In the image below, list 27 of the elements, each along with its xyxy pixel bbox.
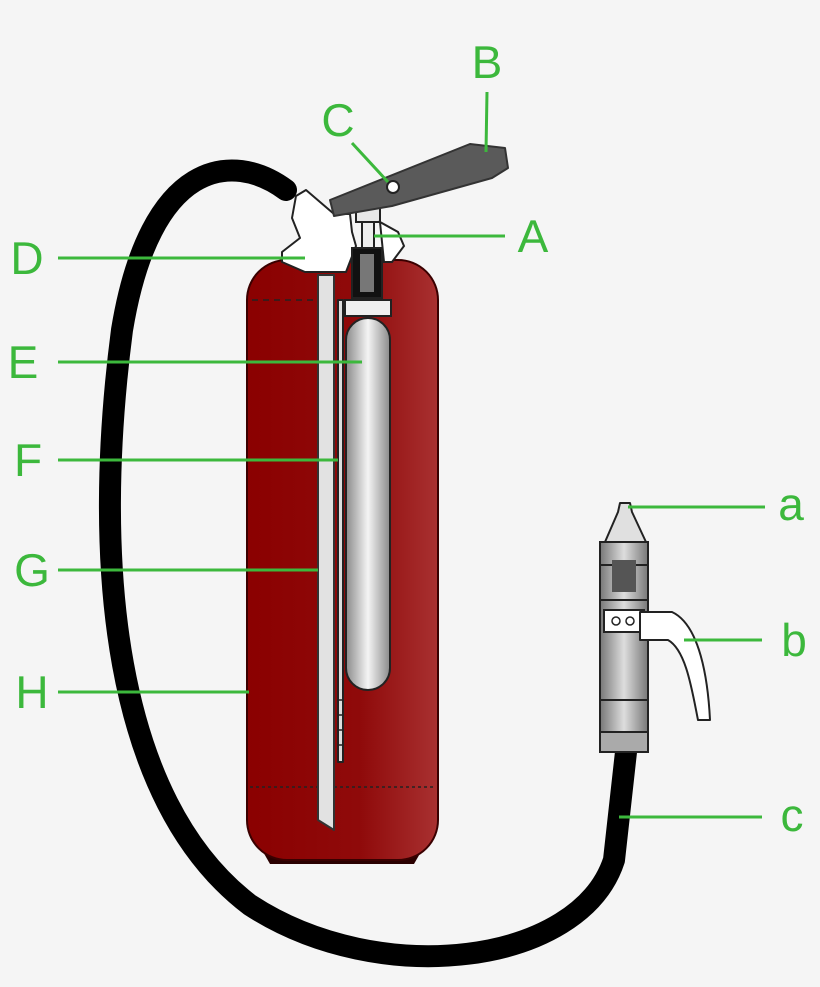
leader-line <box>58 256 305 260</box>
leader-line <box>58 458 338 462</box>
hose <box>98 160 637 968</box>
gas-cartridge <box>345 317 391 691</box>
callout-letter: F <box>14 437 42 483</box>
callout-letter: H <box>15 669 49 715</box>
pivot-pin <box>386 180 400 194</box>
callout-letter: c <box>780 792 804 838</box>
callout-letter: G <box>14 547 50 593</box>
callout-letter: B <box>472 39 502 85</box>
small-tube <box>337 299 344 763</box>
leader-line <box>628 506 765 508</box>
leader-line <box>684 638 762 642</box>
leader-line <box>619 816 762 818</box>
callout-letter: C <box>321 97 355 143</box>
leader-line <box>58 360 362 364</box>
leader-line <box>58 690 249 694</box>
callout-letter: E <box>8 339 38 385</box>
lever-handle <box>329 143 509 217</box>
nozzle-tip <box>604 502 647 543</box>
trigger-handle <box>639 611 711 721</box>
leader-line <box>58 568 318 572</box>
callout-letter: A <box>518 213 548 259</box>
callout-letter: a <box>778 481 804 527</box>
leader-line <box>484 92 488 152</box>
callout-letter: b <box>781 617 807 663</box>
callout-letter: D <box>10 235 44 281</box>
